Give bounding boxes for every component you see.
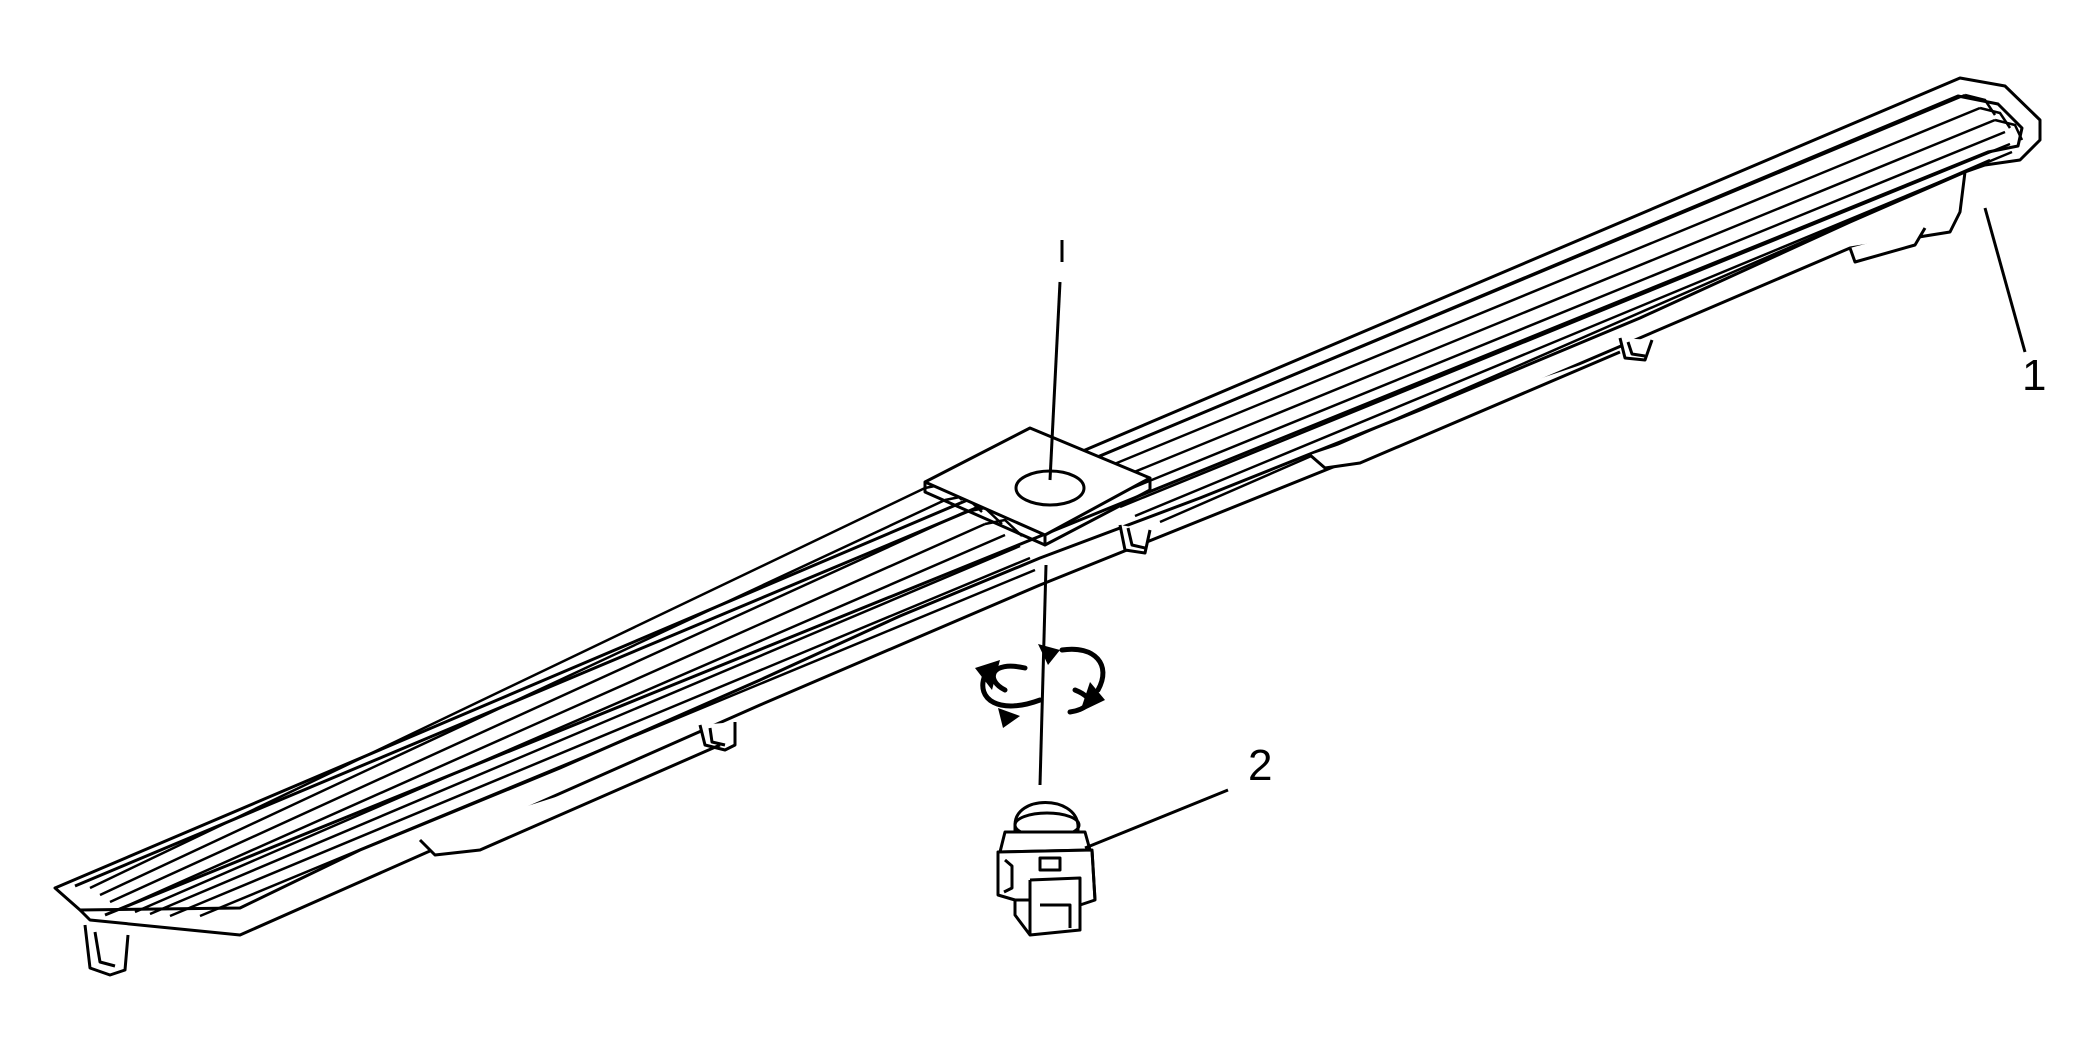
callout-2: 2 xyxy=(1248,741,1272,790)
leader-lines xyxy=(1084,207,2027,850)
callout-1: 1 xyxy=(2022,351,2046,400)
leader-line-2 xyxy=(1084,788,1229,850)
louver-ridges-left xyxy=(89,482,1036,918)
rotate-arrows-icon xyxy=(975,644,1106,728)
sensor-component xyxy=(996,801,1097,937)
leader-line-1 xyxy=(1983,207,2027,353)
grille-underside xyxy=(78,171,1967,937)
mounting-clips xyxy=(83,227,1927,977)
installation-axis xyxy=(1038,240,1064,786)
louver-ridges-right xyxy=(1084,93,2024,524)
